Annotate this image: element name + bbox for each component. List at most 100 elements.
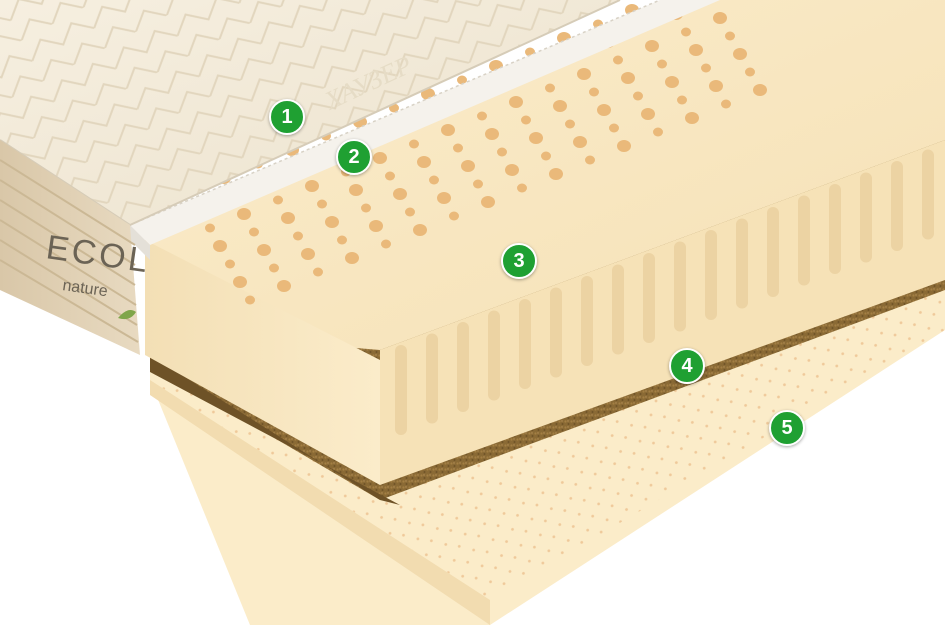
layer-marker-5: 5: [769, 410, 805, 446]
perforation-hole: [225, 259, 235, 269]
perforation-hole: [429, 175, 439, 185]
perforation-hole: [665, 76, 679, 88]
perforation-hole: [517, 183, 527, 193]
perforation-hole: [369, 220, 383, 232]
latex-ridge: [488, 310, 500, 401]
perforation-hole: [385, 171, 395, 181]
perforation-hole: [269, 263, 279, 273]
spacer-layer: [129, 0, 720, 260]
perforation-hole: [453, 143, 463, 153]
perforation-hole: [657, 59, 667, 69]
perforation-hole: [709, 80, 723, 92]
perforation-hole: [417, 156, 431, 168]
perforation-hole: [565, 119, 575, 129]
latex-ridge: [612, 264, 624, 355]
latex-ridges: [395, 149, 934, 435]
perforation-hole: [681, 27, 691, 37]
latex-ridge: [798, 195, 810, 286]
perforation-hole: [409, 139, 419, 149]
perforation-hole: [421, 88, 435, 100]
perforation-hole: [273, 195, 283, 205]
layer-marker-2: 2: [336, 139, 372, 175]
perforation-hole: [405, 207, 415, 217]
perforation-hole: [293, 231, 303, 241]
perforation-hole: [457, 75, 467, 85]
perforation-hole: [277, 280, 291, 292]
latex-ridge: [736, 218, 748, 309]
leaf-icon: [118, 310, 136, 320]
latex-ridge: [891, 161, 903, 251]
perforation-hole: [745, 67, 755, 77]
perforation-hole: [393, 188, 407, 200]
layer-marker-4: 4: [669, 348, 705, 384]
perforation-hole: [613, 55, 623, 65]
perforation-hole: [485, 128, 499, 140]
perforation-hole: [361, 203, 371, 213]
perforation-hole: [721, 99, 731, 109]
perforation-hole: [553, 100, 567, 112]
perforation-hole: [317, 199, 327, 209]
perforation-hole: [549, 168, 563, 180]
perforation-hole: [645, 40, 659, 52]
perforation-hole: [249, 227, 259, 237]
perforation-hole: [621, 72, 635, 84]
perforation-hole: [589, 87, 599, 97]
layer-marker-3: 3: [501, 243, 537, 279]
perforation-hole: [641, 108, 655, 120]
perforation-hole: [245, 295, 255, 305]
perforation-hole: [381, 239, 391, 249]
perforation-hole: [753, 84, 767, 96]
perforation-hole: [301, 248, 315, 260]
perforation-hole: [585, 155, 595, 165]
latex-ridge: [519, 299, 531, 389]
perforation-hole: [449, 211, 459, 221]
latex-ridge: [457, 322, 469, 412]
perforation-hole: [257, 244, 271, 256]
perforation-hole: [441, 124, 455, 136]
latex-ridge: [581, 276, 593, 366]
perforation-hole: [725, 31, 735, 41]
perforation-hole: [609, 123, 619, 133]
perforation-hole: [481, 196, 495, 208]
latex-ridge: [860, 172, 872, 263]
latex-ridge: [767, 207, 779, 297]
perforation-hole: [413, 224, 427, 236]
perforation-hole: [701, 63, 711, 73]
latex-ridge: [550, 287, 562, 378]
perforation-hole: [677, 95, 687, 105]
perforation-hole: [313, 267, 323, 277]
perforation-hole: [545, 83, 555, 93]
perforation-hole: [541, 151, 551, 161]
latex-ridge: [426, 333, 438, 424]
perforation-hole: [373, 152, 387, 164]
perforation-hole: [213, 240, 227, 252]
perforation-hole: [573, 136, 587, 148]
perforation-hole: [349, 184, 363, 196]
perforation-hole: [325, 216, 339, 228]
perforation-hole: [473, 179, 483, 189]
perforation-hole: [521, 115, 531, 125]
perforation-hole: [437, 192, 451, 204]
latex-ridge: [643, 253, 655, 343]
brand-subtitle: nature: [61, 277, 108, 300]
perforation-hole: [281, 212, 295, 224]
perforation-hole: [633, 91, 643, 101]
perforation-hole: [617, 140, 631, 152]
perforation-hole: [305, 180, 319, 192]
perforation-hole: [461, 160, 475, 172]
perforation-hole: [237, 208, 251, 220]
perforation-hole: [345, 252, 359, 264]
perforation-hole: [477, 111, 487, 121]
layer-marker-1: 1: [269, 99, 305, 135]
perforation-hole: [689, 44, 703, 56]
perforation-hole: [337, 235, 347, 245]
perforation-hole: [577, 68, 591, 80]
perforation-hole: [685, 112, 699, 124]
perforation-hole: [497, 147, 507, 157]
perforation-hole: [653, 127, 663, 137]
perforation-hole: [597, 104, 611, 116]
latex-ridge: [922, 149, 934, 240]
perforation-hole: [529, 132, 543, 144]
